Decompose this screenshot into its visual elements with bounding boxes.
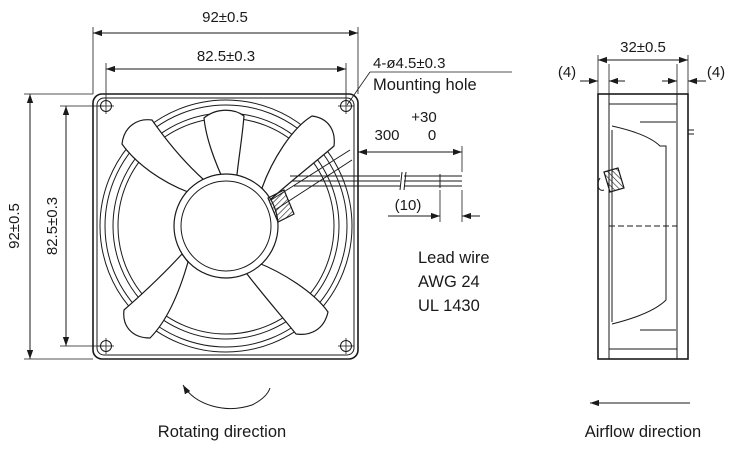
hole-pitch-height-dimension: 82.5±0.3: [44, 105, 104, 347]
lead-length-dimension: 300 +30 0: [357, 109, 463, 172]
mounting-hole-top-left: [98, 98, 114, 114]
lead-length-label: 300: [374, 127, 399, 144]
overall-width-dimension: 92±0.5: [92, 9, 359, 94]
mounting-hole-label: Mounting hole: [373, 76, 477, 94]
hole-pitch-width-label: 82.5±0.3: [197, 48, 255, 65]
flange-left-label: (4): [558, 64, 576, 81]
overall-width-label: 92±0.5: [202, 9, 248, 26]
airflow-direction: Airflow direction: [585, 399, 701, 441]
overall-height-label: 92±0.5: [6, 203, 23, 249]
flange-left-dimension: (4): [558, 64, 625, 94]
hole-pitch-height-label: 82.5±0.3: [44, 197, 61, 255]
mounting-hole-bottom-left: [98, 338, 114, 354]
fan-frame: [92, 93, 359, 360]
impeller-blades: [121, 109, 335, 339]
lead-wire-bundle: [267, 171, 462, 223]
lead-wire-line-3: UL 1430: [418, 297, 480, 315]
side-lead-exit: [597, 167, 625, 193]
flange-right-dimension: (4): [662, 64, 725, 94]
rotation-direction-label: Rotating direction: [158, 423, 286, 441]
front-view: 92±0.5 82.5±0.3 92±0.5 82.5±0.3: [6, 9, 512, 441]
rotation-direction: Rotating direction: [158, 384, 286, 441]
depth-label: 32±0.5: [620, 39, 666, 56]
lead-tolerance-minus: 0: [428, 127, 436, 144]
lead-tolerance-plus: +30: [411, 109, 436, 126]
mounting-hole-spec: 4-ø4.5±0.3: [373, 55, 445, 72]
fan-housing-side: [597, 93, 694, 360]
mounting-hole-bottom-right: [338, 338, 354, 354]
hole-pitch-width-dimension: 82.5±0.3: [105, 48, 347, 104]
lead-wire-line-1: Lead wire: [418, 249, 490, 267]
strip-length-dimension: (10): [388, 190, 480, 222]
mounting-hole-top-right: [338, 98, 354, 114]
strip-length-label: (10): [395, 197, 422, 214]
flange-right-label: (4): [707, 64, 725, 81]
fan-hub: [173, 173, 279, 279]
mounting-holes: [98, 98, 354, 354]
depth-dimension: 32±0.5: [597, 39, 689, 94]
airflow-direction-label: Airflow direction: [585, 423, 701, 441]
lead-wire-line-2: AWG 24: [418, 273, 480, 291]
side-view: 32±0.5 (4) (4): [558, 39, 725, 441]
lead-wire-spec: Lead wire AWG 24 UL 1430: [418, 249, 490, 315]
mounting-hole-callout: 4-ø4.5±0.3 Mounting hole: [346, 55, 512, 106]
overall-height-dimension: 92±0.5: [6, 93, 93, 360]
